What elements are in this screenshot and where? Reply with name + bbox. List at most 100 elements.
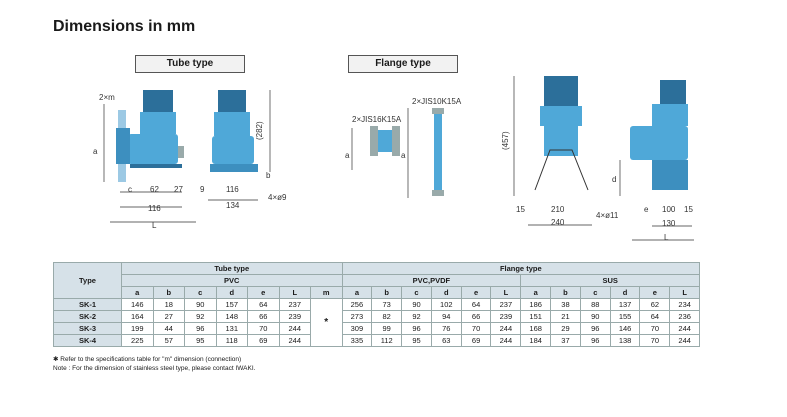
table-cell: 146: [609, 322, 641, 335]
tube-pump-side: [210, 90, 258, 172]
right-dim-210: 210: [551, 205, 565, 214]
col-header: c: [401, 286, 432, 299]
stand-pump-side: [630, 80, 688, 190]
table-cell: 90: [579, 310, 611, 323]
flange-dim-jis10: 2×JIS10K15A: [412, 97, 462, 106]
col-header: a: [121, 286, 154, 299]
table-cell: 118: [215, 334, 248, 347]
right-dim-15a: 15: [516, 205, 525, 214]
table-cell: SK-4: [53, 334, 122, 347]
table-cell: 146: [121, 298, 154, 311]
flange-pump-front: [370, 126, 400, 156]
table-cell: 137: [609, 298, 641, 311]
table-cell: 88: [579, 298, 611, 311]
col-header: m: [310, 286, 343, 299]
table-cell: 66: [460, 310, 492, 323]
table-cell: 66: [247, 310, 280, 323]
table-cell: 244: [278, 334, 311, 347]
col-header: b: [152, 286, 185, 299]
table-cell: 112: [371, 334, 403, 347]
note-line-1: ✱ Refer to the specifications table for …: [53, 356, 242, 363]
table-cell: 155: [609, 310, 641, 323]
notes: ✱ Refer to the specifications table for …: [53, 355, 255, 373]
table-cell: 239: [490, 310, 522, 323]
col-header: c: [184, 286, 217, 299]
tube-dim-2xm: 2×m: [99, 93, 115, 102]
tube-dim-27: 27: [174, 185, 183, 194]
table-cell: 138: [609, 334, 641, 347]
tube-dim-282: (282): [255, 121, 264, 140]
table-cell: 131: [215, 322, 248, 335]
right-dim-100: 100: [662, 205, 676, 214]
table-cell: 64: [460, 298, 492, 311]
col-header: d: [215, 286, 248, 299]
col-header: L: [490, 286, 522, 299]
table-cell: 151: [520, 310, 552, 323]
table-cell: 64: [639, 310, 671, 323]
col-header: e: [639, 286, 671, 299]
right-dim-e: e: [644, 205, 649, 214]
flange-pump-side: [432, 108, 444, 196]
col-header: d: [430, 286, 462, 299]
flange-dim-a1: a: [345, 151, 350, 160]
table-cell: 99: [371, 322, 403, 335]
right-dim-130: 130: [662, 219, 676, 228]
table-cell: 236: [669, 310, 701, 323]
table-cell: 244: [669, 322, 701, 335]
table-cell: 309: [341, 322, 373, 335]
table-cell: 69: [247, 334, 280, 347]
dimensions-table: Type Tube type Flange type PVC PVC,PVDF …: [53, 262, 701, 347]
table-cell: SK-2: [53, 310, 122, 323]
table-cell: 244: [669, 334, 701, 347]
page-title: Dimensions in mm: [53, 18, 196, 35]
flange-type-header: Flange type: [341, 262, 701, 275]
table-cell: 225: [121, 334, 154, 347]
table-cell: 90: [184, 298, 217, 311]
table-cell: SK-3: [53, 322, 122, 335]
tube-dim-b: b: [266, 171, 271, 180]
col-header: a: [341, 286, 373, 299]
right-dim-hole: 4×ø11: [596, 211, 619, 220]
table-cell: 95: [184, 334, 217, 347]
tube-dim-9: 9: [200, 185, 205, 194]
table-cell: 96: [184, 322, 217, 335]
table-cell: 70: [639, 322, 671, 335]
col-header: c: [579, 286, 611, 299]
table-cell: 37: [550, 334, 581, 347]
table-cell: 244: [490, 334, 522, 347]
table-cell: 168: [520, 322, 552, 335]
tube-dim-L: L: [152, 221, 157, 230]
tube-dim-134: 134: [226, 201, 240, 210]
note-line-2: Note : For the dimension of stainless st…: [53, 365, 256, 372]
tube-dim-a: a: [93, 147, 98, 156]
table-cell: 164: [121, 310, 154, 323]
right-dim-d: d: [612, 175, 616, 184]
table-cell: 95: [401, 334, 432, 347]
col-header: d: [609, 286, 641, 299]
table-cell: 102: [430, 298, 462, 311]
table-cell: SK-1: [53, 298, 122, 311]
tube-dim-116: 116: [148, 204, 161, 213]
right-dim-L: L: [664, 233, 669, 242]
tube-type-label: Tube type: [135, 55, 245, 73]
table-cell: *: [310, 298, 343, 347]
dimension-drawings: a 2×m c 62 27 116 L (282) b 9 116 134 4×…: [93, 76, 694, 242]
table-cell: 70: [639, 334, 671, 347]
table-cell: 157: [215, 298, 248, 311]
table-cell: 92: [401, 310, 432, 323]
flange-dim-a2: a: [401, 151, 406, 160]
col-header: b: [550, 286, 581, 299]
table-cell: 94: [430, 310, 462, 323]
flange-dim-jis16: 2×JIS16K15A: [352, 115, 402, 124]
table-cell: 199: [121, 322, 154, 335]
table-cell: 184: [520, 334, 552, 347]
table-cell: 69: [460, 334, 492, 347]
col-header: e: [460, 286, 492, 299]
table-cell: 273: [341, 310, 373, 323]
table-cell: 70: [247, 322, 280, 335]
table-cell: 92: [184, 310, 217, 323]
table-cell: 38: [550, 298, 581, 311]
